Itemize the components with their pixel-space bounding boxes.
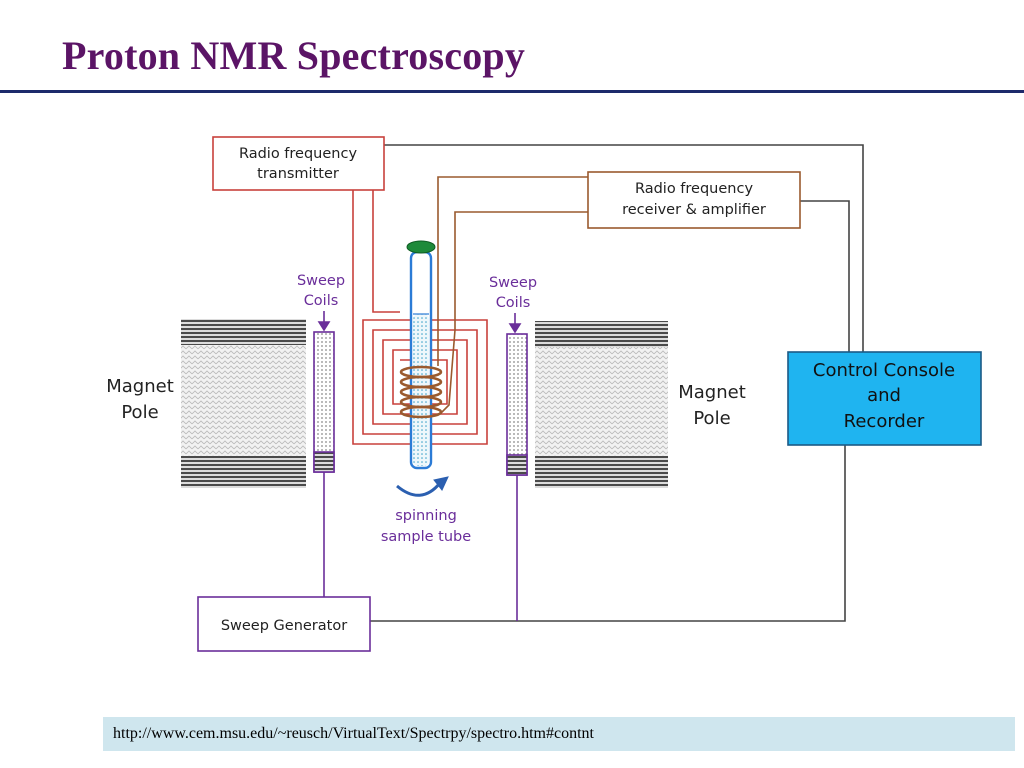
- transmitter-coil: [352, 190, 488, 445]
- spinning-tube-line1: spinning: [395, 508, 457, 524]
- magnet-pole-left: [181, 319, 306, 488]
- magnet-pole-right: [535, 321, 668, 488]
- sweep-coils-left-line1: Sweep: [297, 273, 345, 289]
- sweep-coil-arrows: [317, 311, 522, 334]
- tube-rf-coil: [399, 365, 443, 419]
- sweep-coils-left-line2: Coils: [304, 293, 339, 309]
- rf-receiver-box: Radio frequency receiver & amplifier: [587, 171, 801, 229]
- control-console-box: Control Console and Recorder: [787, 351, 982, 446]
- magnet-pole-right-line2: Pole: [693, 408, 730, 429]
- source-url-bar: http://www.cem.msu.edu/~reusch/VirtualTe…: [103, 717, 1015, 751]
- rf-transmitter-box: Radio frequency transmitter: [212, 136, 385, 191]
- rf-receiver-line2: receiver & amplifier: [622, 202, 766, 218]
- sweep-coils-right-line1: Sweep: [489, 275, 537, 291]
- sample-tube-graphic: [406, 240, 436, 470]
- sweep-coil-left: [313, 331, 335, 473]
- sweep-generator-label: Sweep Generator: [221, 618, 347, 634]
- receiver-leads: [437, 176, 588, 415]
- magnet-pole-right-line1: Magnet: [678, 382, 746, 403]
- title-rule: [0, 90, 1024, 93]
- rf-receiver-line1: Radio frequency: [635, 181, 754, 197]
- receiver-console-wire: [800, 200, 850, 352]
- rf-transmitter-line1: Radio frequency: [239, 146, 358, 162]
- spinning-arrow-icon: [396, 476, 449, 497]
- sweep-generator-box: Sweep Generator: [197, 596, 371, 652]
- slide-title: Proton NMR Spectroscopy: [62, 33, 526, 78]
- rf-transmitter-line2: transmitter: [257, 166, 339, 182]
- sweep-wiring: [323, 472, 518, 621]
- magnet-pole-left-line1: Magnet: [106, 376, 174, 397]
- control-console-line1: Control Console: [813, 360, 955, 381]
- control-console-line2: and: [867, 385, 901, 406]
- control-console-line3: Recorder: [844, 411, 925, 432]
- nmr-diagram: Radio frequency transmitter Radio freque…: [106, 136, 982, 652]
- generator-console-wire: [370, 445, 846, 622]
- magnet-pole-left-line2: Pole: [121, 402, 158, 423]
- sweep-coils-right-line2: Coils: [496, 295, 531, 311]
- source-url[interactable]: http://www.cem.msu.edu/~reusch/VirtualTe…: [113, 725, 594, 742]
- spinning-tube-line2: sample tube: [381, 529, 471, 545]
- sweep-coil-right: [506, 333, 528, 476]
- transmitter-console-wire: [384, 144, 864, 352]
- console-wiring: [370, 144, 864, 622]
